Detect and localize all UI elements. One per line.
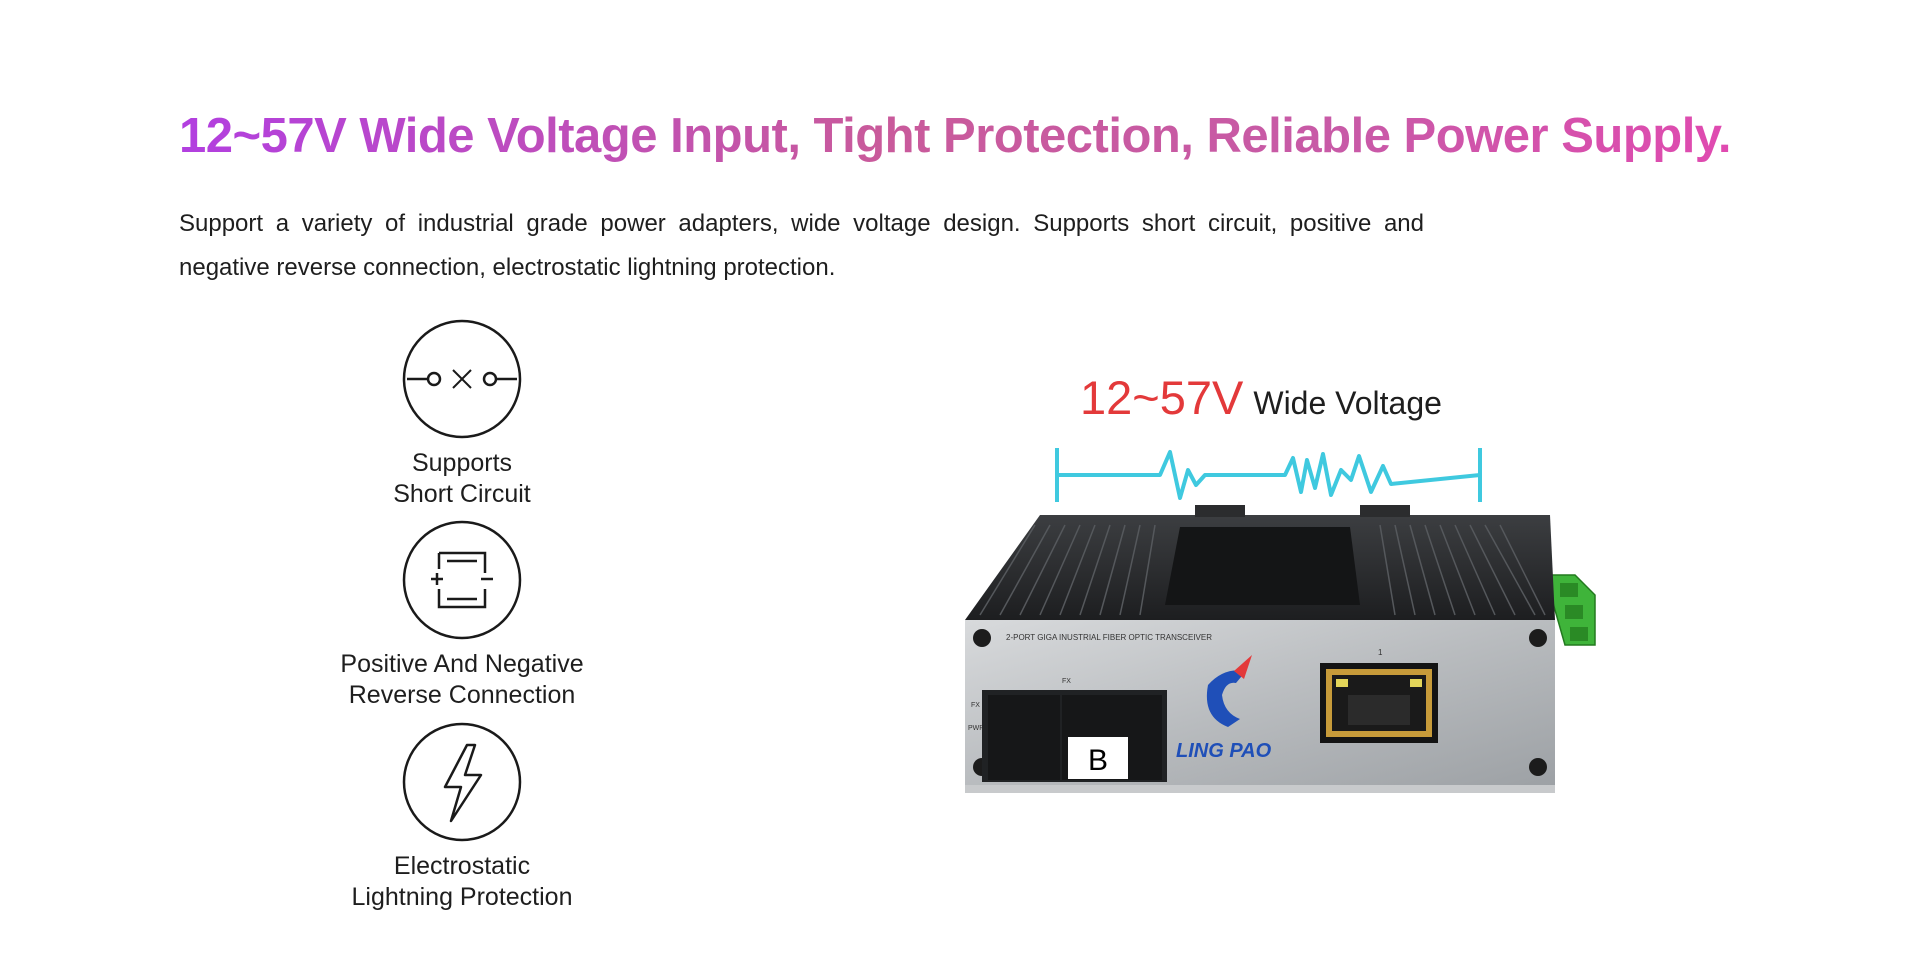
feature-reverse-connection-line2: Reverse Connection [348, 681, 576, 709]
page-headline: 12~57V Wide Voltage Input, Tight Protect… [179, 109, 1732, 163]
lightning-icon [402, 722, 522, 842]
feature-lightning-protection-label: Electrostatic Lightning Protection [282, 851, 642, 913]
voltage-value: 12~57V [1080, 371, 1244, 424]
feature-lightning-protection-line2: Lightning Protection [351, 883, 573, 911]
feature-reverse-connection-label: Positive And Negative Reverse Connection [282, 649, 642, 711]
voltage-label: Wide Voltage [1253, 385, 1442, 421]
device-model-text: 2-PORT GIGA INUSTRIAL FIBER OPTIC TRANSC… [1006, 633, 1212, 642]
device-fx-led-label: FX [971, 702, 980, 709]
feature-reverse-connection-line1: Positive And Negative [340, 650, 584, 678]
fiber-port-b-label: B [1088, 744, 1108, 777]
feature-short-circuit-line2: Short Circuit [393, 480, 531, 508]
short-circuit-icon [402, 319, 522, 439]
feature-short-circuit: Supports Short Circuit [282, 318, 642, 510]
device-fx-label: FX [1062, 678, 1071, 685]
ling-pao-logo: LING PAO [1176, 655, 1272, 762]
reverse-connection-icon [402, 520, 522, 640]
device-pwr-led-label: PWR [968, 725, 984, 732]
feature-lightning-protection-line1: Electrostatic [393, 852, 531, 880]
device-port-number: 1 [1378, 648, 1383, 657]
feature-lightning-protection: Electrostatic Lightning Protection [282, 721, 642, 913]
feature-short-circuit-label: Supports Short Circuit [282, 448, 642, 510]
brand-name: LING PAO [1176, 740, 1272, 762]
intro-paragraph: Support a variety of industrial grade po… [179, 210, 1424, 281]
power-terminal-block [1544, 574, 1596, 646]
feature-reverse-connection: Positive And Negative Reverse Connection [282, 519, 642, 711]
voltage-range-wave [1055, 448, 1482, 502]
feature-short-circuit-line1: Supports [411, 449, 513, 477]
fiber-transceiver-device: 2-PORT GIGA INUSTRIAL FIBER OPTIC TRANSC… [965, 505, 1596, 793]
